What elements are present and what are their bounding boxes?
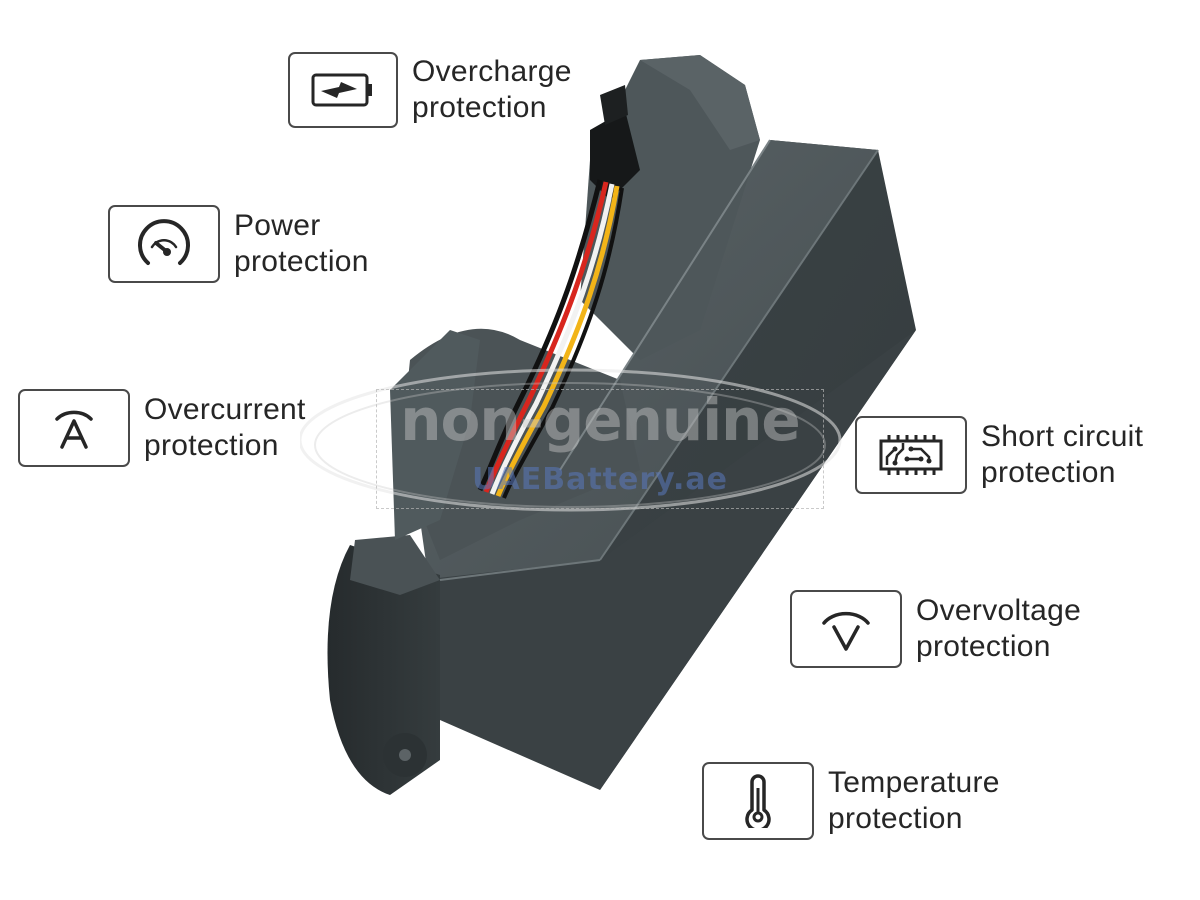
voltage-icon bbox=[820, 605, 872, 653]
circuit-chip-icon bbox=[877, 433, 945, 477]
feature-label: Overcharge protection bbox=[412, 55, 572, 124]
battery-charging-icon bbox=[311, 72, 375, 108]
feature-label: Power protection bbox=[234, 209, 369, 278]
feature-label: Short circuit protection bbox=[981, 420, 1144, 489]
feature-temperature-protection: Temperature protection bbox=[702, 762, 1000, 840]
watermark-main-text: non-genuine bbox=[400, 386, 800, 454]
battery-product-image bbox=[298, 50, 930, 810]
gauge-icon bbox=[136, 219, 192, 269]
feature-icon-box bbox=[288, 52, 398, 128]
feature-label: Temperature protection bbox=[828, 766, 1000, 835]
feature-label: Overcurrent protection bbox=[144, 393, 306, 462]
feature-overvoltage-protection: Overvoltage protection bbox=[790, 590, 1081, 668]
ampere-icon bbox=[51, 405, 97, 451]
feature-label: Overvoltage protection bbox=[916, 594, 1082, 663]
watermark-site-text: UAEBattery.ae bbox=[472, 462, 728, 497]
feature-overcurrent-protection: Overcurrent protection bbox=[18, 389, 306, 467]
feature-icon-box bbox=[18, 389, 130, 467]
feature-icon-box bbox=[855, 416, 967, 494]
feature-short-circuit-protection: Short circuit protection bbox=[855, 416, 1143, 494]
feature-overcharge-protection: Overcharge protection bbox=[288, 52, 572, 128]
feature-icon-box bbox=[790, 590, 902, 668]
thermometer-icon bbox=[743, 774, 773, 828]
watermark: non-genuine UAEBattery.ae bbox=[376, 386, 824, 509]
feature-icon-box bbox=[702, 762, 814, 840]
feature-power-protection: Power protection bbox=[108, 205, 369, 283]
feature-icon-box bbox=[108, 205, 220, 283]
